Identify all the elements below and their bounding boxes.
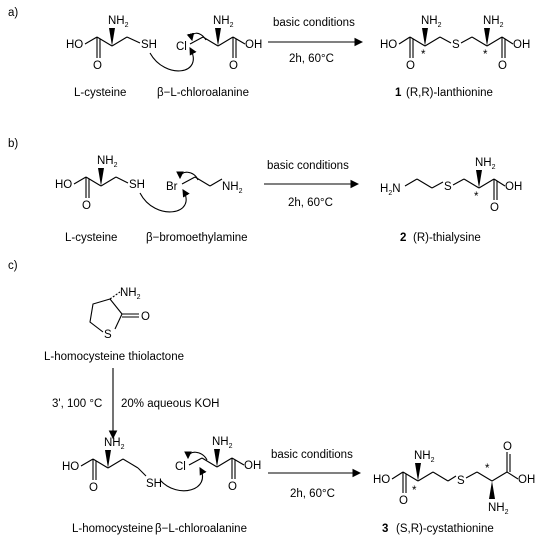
panel-a-conditions-bottom: 2h, 60°C <box>289 53 334 65</box>
atom-nh2: NH2 <box>104 437 125 451</box>
atom-sh: SH <box>141 39 157 51</box>
atom-cl: Cl <box>176 41 187 53</box>
panel-b-l-cysteine: HO O NH2 SH <box>55 155 145 212</box>
panel-b-reactant2-name: β−bromoethylamine <box>146 232 248 244</box>
panel-c-cystathionine: HO O NH2 * S NH2 * O OH <box>373 441 535 516</box>
panel-c-label: c) <box>8 260 18 272</box>
panel-c-leaving-arrow <box>184 451 208 461</box>
atom-nh2: NH2 <box>488 502 509 516</box>
panel-c-chloroalanine: Cl NH2 O OH <box>175 436 261 493</box>
atom-o: O <box>399 495 408 507</box>
atom-o: O <box>490 202 499 214</box>
panel-b-conditions-top: basic conditions <box>267 160 349 172</box>
panel-c-conditions-bottom: 2h, 60°C <box>290 488 335 500</box>
atom-ho: HO <box>66 39 83 51</box>
atom-ho: HO <box>380 39 397 51</box>
atom-nh2: NH2 <box>414 450 435 464</box>
panel-c-product-number: 3 <box>382 523 388 535</box>
atom-o: O <box>229 60 238 72</box>
stereocenter-mark: * <box>412 485 417 497</box>
panel-c-reactant1-name: L-homocysteine <box>72 523 153 535</box>
panel-b-bromoethylamine: Br NH2 <box>166 176 243 195</box>
atom-ho: HO <box>373 474 390 486</box>
atom-o: O <box>89 482 98 494</box>
atom-oh: OH <box>513 39 530 51</box>
panel-c-thiolactone: O S NH2 <box>89 287 150 341</box>
atom-o: O <box>141 311 150 323</box>
panel-c-product-name: (S,R)-cystathionine <box>396 523 494 535</box>
panel-a-l-cysteine: HO O NH2 SH <box>66 15 157 72</box>
panel-c-step1-right: 20% aqueous KOH <box>121 398 219 410</box>
panel-b-label: b) <box>8 138 18 150</box>
atom-oh: OH <box>244 460 261 472</box>
atom-o: O <box>93 60 102 72</box>
atom-ho: HO <box>62 461 79 473</box>
panel-c-attack-arrow <box>159 467 207 492</box>
atom-o: O <box>406 60 415 72</box>
panel-a-chloroalanine: Cl NH2 O OH <box>176 15 262 72</box>
atom-s: S <box>452 39 460 51</box>
atom-cl: Cl <box>175 461 186 473</box>
atom-h2n: H2N <box>380 183 401 197</box>
panel-c-conditions-top: basic conditions <box>271 449 353 461</box>
stereocenter-mark: * <box>485 463 490 475</box>
panel-b-product-number: 2 <box>400 232 406 244</box>
atom-sh: SH <box>129 179 145 191</box>
panel-c-start-name: L-homocysteine thiolactone <box>44 351 184 363</box>
atom-nh2: NH2 <box>97 155 118 169</box>
panel-b-thialysine: H2N S NH2 * O OH <box>380 157 522 214</box>
atom-nh2: NH2 <box>108 15 129 29</box>
atom-oh: OH <box>505 181 522 193</box>
atom-s: S <box>444 181 452 193</box>
panel-a-product-name: (R,R)-lanthionine <box>406 87 493 99</box>
panel-a-reactant1-name: L-cysteine <box>74 87 126 99</box>
atom-o: O <box>82 200 91 212</box>
atom-s: S <box>104 329 112 341</box>
atom-nh2: NH2 <box>213 15 234 29</box>
panel-a-product-number: 1 <box>395 87 402 99</box>
atom-o: O <box>228 481 237 493</box>
stereocenter-mark: * <box>421 49 426 61</box>
panel-b-product-name: (R)-thialysine <box>413 232 481 244</box>
panel-a-reactant2-name: β−L-chloroalanine <box>157 87 249 99</box>
atom-oh: OH <box>245 39 262 51</box>
stereocenter-mark: * <box>483 49 488 61</box>
panel-b-leaving-arrow <box>176 171 199 181</box>
panel-a-conditions-top: basic conditions <box>273 17 355 29</box>
atom-o: O <box>498 60 507 72</box>
panel-b: b) HO O NH2 SH Br NH2 L-cysteine β−bromo… <box>8 138 522 244</box>
atom-ho: HO <box>55 179 72 191</box>
atom-nh2: NH2 <box>421 15 442 29</box>
atom-nh2: NH2 <box>222 181 243 195</box>
atom-nh2: NH2 <box>212 436 233 450</box>
panel-c-reactant2-name: β−L-chloroalanine <box>155 523 247 535</box>
atom-nh2: NH2 <box>120 287 141 301</box>
atom-nh2: NH2 <box>483 15 504 29</box>
panel-c-l-homocysteine: HO O NH2 SH <box>62 437 162 494</box>
atom-br: Br <box>166 181 178 193</box>
panel-c: c) O S NH2 L-homocysteine thiolactone 3'… <box>8 260 535 535</box>
atom-o: O <box>503 441 512 453</box>
panel-a: a) HO O NH2 SH Cl NH2 O <box>8 7 530 99</box>
panel-a-label: a) <box>8 7 18 19</box>
atom-oh: OH <box>518 474 535 486</box>
panel-a-lanthionine: HO O NH2 * S NH2 * O OH <box>380 15 530 72</box>
panel-b-conditions-bottom: 2h, 60°C <box>288 197 333 209</box>
panel-b-reactant1-name: L-cysteine <box>65 232 117 244</box>
panel-b-attack-arrow <box>139 189 190 213</box>
atom-s: S <box>457 475 465 487</box>
atom-sh: SH <box>146 478 162 490</box>
panel-c-step1-left: 3', 100 °C <box>52 398 102 410</box>
panel-a-attack-arrow <box>149 47 197 72</box>
stereocenter-mark: * <box>474 191 479 203</box>
atom-nh2: NH2 <box>475 157 496 171</box>
